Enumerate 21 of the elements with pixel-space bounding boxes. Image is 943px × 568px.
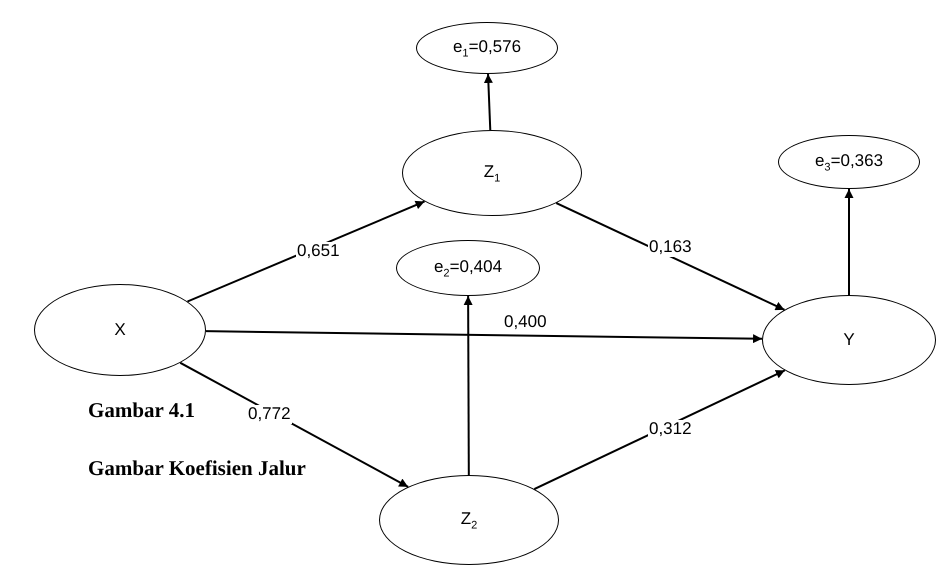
arrow: [556, 202, 785, 311]
edge-label: 0,312: [648, 420, 693, 439]
edge-label: 0,651: [296, 242, 341, 261]
arrow: [187, 200, 425, 302]
edge-label: 0,772: [247, 405, 292, 424]
node-label: Y: [843, 330, 855, 350]
node-label: Z$_{2}$: [460, 508, 478, 532]
edge-label: 0,400: [503, 313, 548, 332]
arrow: [206, 330, 762, 344]
arrow: [484, 74, 493, 130]
node-label: Z$_{1}$: [484, 162, 500, 184]
caption-text: Gambar 4.1: [88, 398, 195, 423]
arrow: [534, 369, 786, 490]
arrow: [464, 296, 473, 475]
caption-text: Gambar Koefisien Jalur: [88, 456, 306, 481]
node-label: e$_{1}$=0,576: [452, 36, 522, 60]
node-label: e$_{3}$=0,363: [814, 150, 884, 174]
node-label: X: [114, 320, 126, 340]
edge-label: 0,163: [648, 238, 693, 257]
node-label: e$_{2}$=0,404: [434, 256, 502, 280]
arrow: [844, 189, 854, 295]
